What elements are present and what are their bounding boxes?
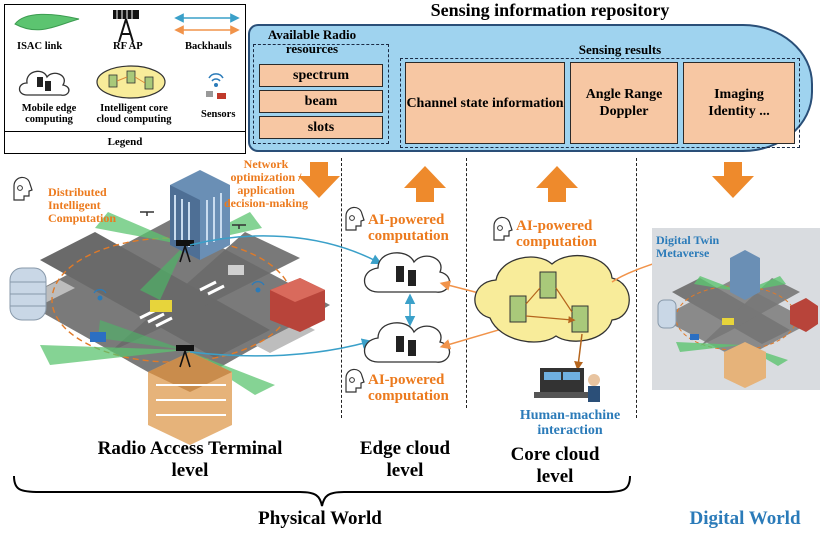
radio-access-level-title: Radio Access Terminal level: [97, 438, 283, 481]
backhaul-ran-to-edge-top: [189, 235, 382, 265]
backhaul-arrows-icon: [174, 13, 240, 35]
isac-link-icon: [14, 13, 80, 31]
sensing-results-group: [400, 58, 800, 148]
ai-powered-core-label: AI-powered computation: [516, 218, 597, 250]
radio-resource-spectrum: spectrum: [259, 64, 383, 87]
separator-core-digital: [636, 158, 637, 418]
downlink-arrow-digital: [712, 162, 754, 198]
result-channel-state-information: Channel state information: [405, 62, 565, 144]
radio-resource-slots: slots: [259, 116, 383, 139]
legend-mobile-edge-label: Mobile edge computing: [21, 103, 77, 125]
physical-world-label: Physical World: [258, 508, 382, 529]
edge-cloud-bottom: [363, 322, 451, 363]
edge-cloud-level-title: Edge cloud level: [359, 438, 451, 481]
ai-head-icon: [13, 176, 33, 201]
mobile-edge-cloud-icon: [18, 70, 70, 96]
legend-title: Legend: [107, 136, 143, 148]
core-to-operator-link: [574, 333, 584, 371]
sensing-results-title: Sensing results: [578, 42, 662, 57]
downlink-arrow-ran: [298, 162, 340, 198]
rf-ap-tower-icon: [113, 9, 139, 43]
legend-box: ISAC link RF AP Backhauls Mobile edge: [4, 4, 246, 154]
uplink-arrow-core: [536, 166, 578, 202]
legend-backhauls-label: Backhauls: [185, 41, 232, 52]
physical-world-brace: [13, 475, 631, 507]
repository-title: Sensing information repository: [430, 0, 670, 20]
legend-rf-ap-label: RF AP: [113, 41, 143, 52]
ai-powered-edge-top-label: AI-powered computation: [368, 212, 449, 244]
separator-ran-edge: [341, 158, 342, 418]
operator-workstation-icon: [534, 368, 600, 402]
core-cloud: [474, 255, 630, 343]
core-cloud-level-title: Core cloud level: [510, 444, 600, 487]
ai-head-icon: [345, 368, 365, 393]
ai-head-icon: [493, 216, 513, 241]
digital-twin-label: Digital Twin Metaverse: [656, 233, 720, 260]
backhaul-ran-to-edge-bottom: [189, 338, 373, 357]
distributed-computation-label: Distributed Intelligent Computation: [48, 185, 117, 225]
network-optimization-label: Network optimization / application decis…: [223, 157, 308, 210]
ai-head-icon: [345, 206, 365, 231]
radio-resource-beam: beam: [259, 90, 383, 113]
radio-resources-group: [253, 44, 389, 144]
uplink-arrow-edge: [404, 166, 446, 202]
radio-resources-title: Available Radio resources: [267, 27, 357, 56]
edge-cloud-top: [363, 252, 451, 293]
result-imaging-identity: Imaging Identity ...: [683, 62, 795, 144]
sensor-icon: [206, 73, 226, 99]
city-intersection-icon: [9, 170, 330, 445]
human-machine-label: Human-machine interaction: [519, 408, 621, 438]
ai-powered-edge-bottom-label: AI-powered computation: [368, 372, 449, 404]
legend-isac-link-label: ISAC link: [17, 41, 63, 52]
digital-twin-city: [652, 228, 820, 390]
core-cloud-icon: [96, 65, 166, 99]
result-angle-range-doppler: Angle Range Doppler: [570, 62, 678, 144]
legend-sensors-label: Sensors: [201, 109, 236, 120]
digital-world-label: Digital World: [689, 508, 801, 529]
legend-core-cloud-label: Intelligent core cloud computing: [96, 103, 172, 125]
